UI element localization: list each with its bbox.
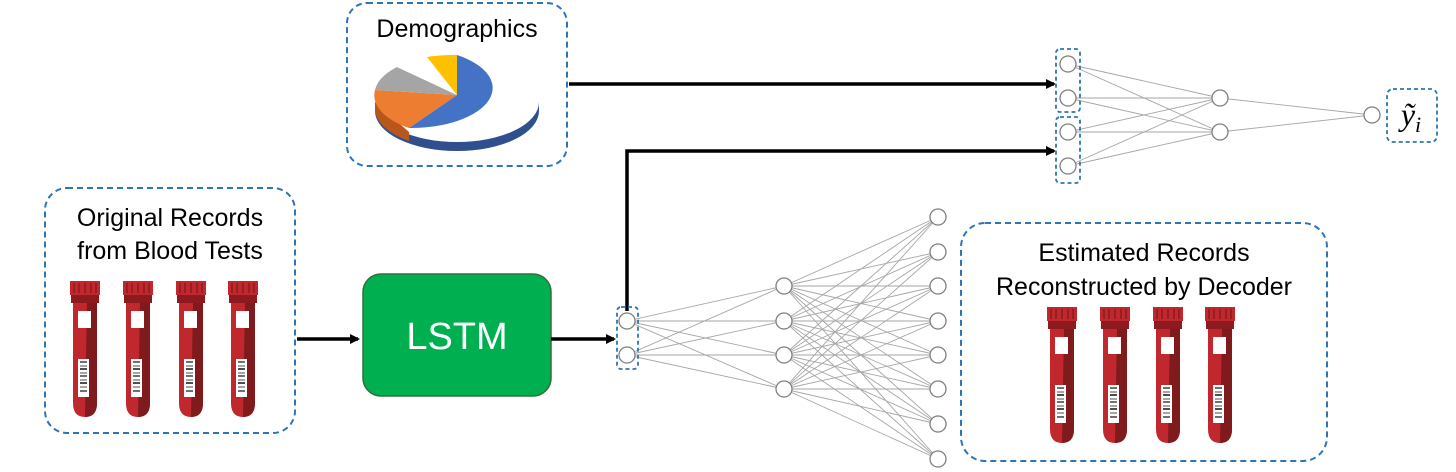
output-subscript: i [1415,112,1421,137]
network-node [1059,89,1077,107]
network-edge [783,354,939,390]
demographics-title: Demographics [376,15,537,43]
network-node [929,450,947,468]
estimated-records-line1: Estimated Records [1038,239,1249,267]
network-node [775,380,793,398]
network-edge [783,388,939,425]
blood-tube-icon [1046,306,1078,444]
original-records-line1: Original Records [77,204,263,232]
output-label: ỹ [1398,96,1416,132]
latent-input-box [1055,116,1081,184]
network-edge [626,354,785,390]
blood-tube-icon [1152,306,1184,444]
estimated-records-line2: Reconstructed by Decoder [996,273,1292,301]
latent-vector-box [616,306,639,370]
network-node [929,277,947,295]
network-edge [1067,131,1221,167]
decoder-edges [626,216,939,460]
network-edge [783,320,939,390]
network-edge [783,320,939,425]
network-edge [626,285,785,322]
network-edge [783,354,939,425]
network-edge [1067,63,1221,99]
lstm-label: LSTM [406,316,507,358]
network-edge [783,216,939,390]
network-edge [1219,114,1373,133]
network-node [929,243,947,261]
blood-tube-icon [175,280,207,418]
network-edge [626,320,785,356]
blood-tube-icon [122,280,154,418]
decoder-nodes [618,208,947,468]
blood-tube-icon [1099,306,1131,444]
network-edge [1067,97,1221,133]
predictor-edges [1067,63,1373,167]
svg-text:ỹi: ỹi [1398,96,1421,137]
network-node [929,208,947,226]
output-box: ỹi [1386,88,1438,143]
network-node [929,380,947,398]
network-node [1211,89,1229,107]
demographics-input-box [1055,48,1081,113]
original-records-box: Original Records from Blood Tests [44,187,296,434]
arrow-latent-to-predictor [625,146,1056,311]
network-edge [783,320,939,460]
pie-chart-icon [374,54,539,151]
decoder-network [616,208,947,468]
predictor-network [1055,48,1381,184]
network-node [929,415,947,433]
network-node [618,346,636,364]
original-records-line2: from Blood Tests [77,237,263,265]
arrows [297,79,1056,344]
network-edge [783,216,939,356]
network-node [775,312,793,330]
blood-tube-icon [227,280,259,418]
network-node [618,312,636,330]
network-node [929,346,947,364]
network-edge [783,354,939,460]
network-edge [783,216,939,322]
network-edge [1067,97,1221,167]
predictor-nodes [1059,55,1381,175]
lstm-box [362,273,552,397]
network-edge [783,251,939,390]
network-node [1059,123,1077,141]
network-edge [783,285,939,390]
lstm-block: LSTM [362,273,552,397]
network-edge [626,285,785,356]
demographics-box: Demographics [346,2,568,167]
network-node [1363,106,1381,124]
network-edge [783,216,939,287]
blood-tube-icon [1204,306,1236,444]
network-node [929,312,947,330]
network-node [1211,123,1229,141]
network-node [1059,157,1077,175]
estimated-records-box: Estimated Records Reconstructed by Decod… [960,222,1328,462]
network-edge [783,388,939,460]
network-node [775,277,793,295]
network-edge [1219,97,1373,116]
blood-tube-icon [69,280,101,418]
network-node [775,346,793,364]
network-node [1059,55,1077,73]
